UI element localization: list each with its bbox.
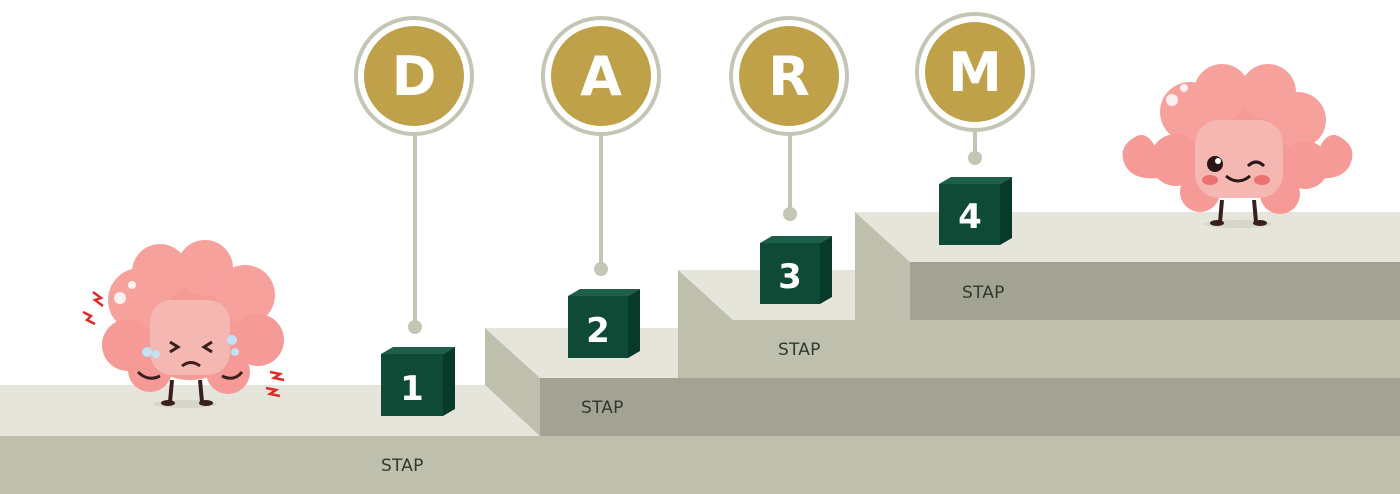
- letter-circle-a: A: [541, 16, 661, 136]
- stair-1-front: [0, 436, 1400, 494]
- letter-m: M: [948, 41, 1002, 104]
- connector-dot-d: [408, 320, 422, 334]
- sad-intestine-icon: [82, 240, 285, 408]
- connector-dot-r: [783, 207, 797, 221]
- happy-strong-intestine-icon: [1122, 64, 1353, 228]
- step-label-1: STAP: [381, 456, 424, 476]
- step-label-2: STAP: [581, 398, 624, 418]
- step-number-2: 2: [586, 311, 610, 351]
- step-number-1: 1: [400, 369, 424, 409]
- stair-4-front: [910, 262, 1400, 320]
- step-cube-4: 4: [939, 177, 1012, 245]
- stair-4-top: [855, 212, 1400, 262]
- step-label-3: STAP: [778, 340, 821, 360]
- step-cube-1: 1: [381, 347, 455, 416]
- stair-3-side: [678, 270, 733, 378]
- step-number-3: 3: [778, 257, 802, 297]
- letter-r: R: [768, 45, 810, 108]
- step-label-4: STAP: [962, 283, 1005, 303]
- letter-d: D: [392, 45, 437, 108]
- letter-circle-r: R: [729, 16, 849, 136]
- stair-3-front: [733, 320, 1400, 378]
- step-cube-3: 3: [760, 236, 832, 304]
- connector-dot-a: [594, 262, 608, 276]
- stair-2-front: [540, 378, 1400, 436]
- step-cube-2: 2: [568, 289, 640, 358]
- connector-dot-m: [968, 151, 982, 165]
- letter-circle-d: D: [354, 16, 474, 136]
- stair-4-side: [855, 212, 910, 320]
- letter-circle-m: M: [915, 12, 1035, 132]
- step-number-4: 4: [958, 197, 982, 237]
- letter-a: A: [580, 45, 622, 108]
